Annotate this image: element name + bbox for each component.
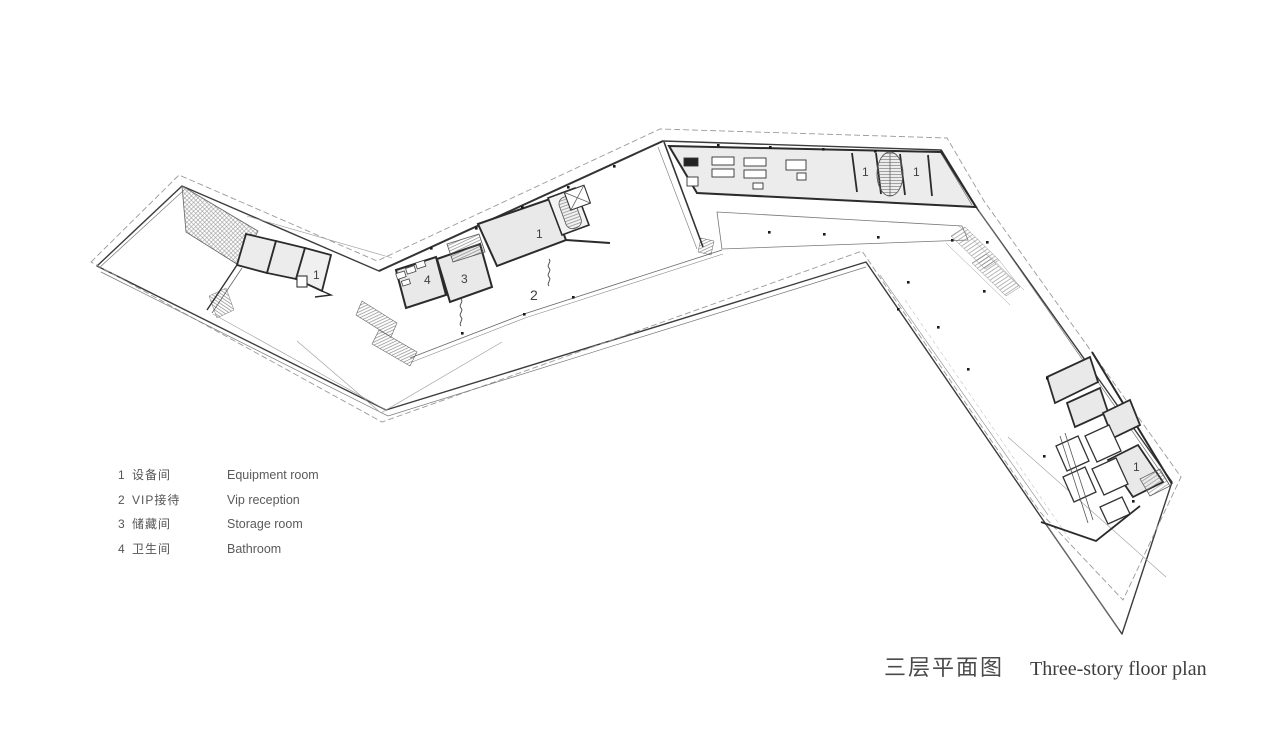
legend-item-zh: VIP接待 <box>132 492 181 507</box>
legend-item: 3 储藏间 Storage room <box>118 515 319 540</box>
drawing-title: 三层平面图 Three-story floor plan <box>884 650 1207 682</box>
room-number-labels: 1 4 3 1 2 1 1 1 <box>313 165 1140 474</box>
legend-item: 1 设备间 Equipment room <box>118 466 319 491</box>
legend-item-en: Equipment room <box>227 468 319 482</box>
oval-stair-icon <box>876 151 904 197</box>
room-number-label: 1 <box>536 227 543 241</box>
break-line <box>547 258 551 287</box>
roof-hatch <box>181 185 715 367</box>
middle-room-cluster <box>394 184 611 327</box>
room-number-label: 1 <box>313 268 320 282</box>
room-number-label: 1 <box>862 165 869 179</box>
legend-item-zh: 卫生间 <box>132 541 172 556</box>
bathroom-fixtures <box>395 259 427 287</box>
drawing-title-zh: 三层平面图 <box>884 655 1005 680</box>
legend-item: 2 VIP接待 Vip reception <box>118 491 319 516</box>
room-number-label: 3 <box>461 272 468 286</box>
roof-overhang-dashed-outline <box>90 128 1182 601</box>
skylight-strip <box>371 329 418 367</box>
stair-icon <box>1139 468 1171 497</box>
legend-item-en: Bathroom <box>227 541 282 556</box>
legend-item-num: 2 <box>118 492 125 507</box>
room <box>1045 355 1100 405</box>
storage-hatch <box>446 233 486 263</box>
room-number-label: 1 <box>913 165 920 179</box>
legend: 1 设备间 Equipment room 2 VIP接待 Vip reception 3 储藏… <box>118 466 319 564</box>
room-number-label: 1 <box>1133 460 1140 474</box>
building-outline <box>90 128 1182 635</box>
break-line <box>459 298 463 327</box>
main-stair <box>945 224 1025 306</box>
left-room-cluster <box>206 232 334 314</box>
legend-item-zh: 储藏间 <box>132 517 172 531</box>
stair-icon <box>558 195 582 230</box>
legend-item-zh: 设备间 <box>132 468 172 482</box>
legend-item-en: Storage room <box>227 517 303 531</box>
elevator-icon <box>563 184 592 211</box>
courtyard-lines <box>212 215 1167 578</box>
legend-item-num: 3 <box>118 517 125 531</box>
room-number-label: 2 <box>530 287 538 303</box>
legend-item-num: 4 <box>118 541 125 556</box>
room-number-label: 4 <box>424 273 431 287</box>
column-dots <box>430 144 1135 503</box>
white-rooms <box>1055 424 1131 525</box>
drawing-title-en: Three-story floor plan <box>1030 658 1207 680</box>
legend-item-en: Vip reception <box>227 492 300 507</box>
legend-item: 4 卫生间 Bathroom <box>118 540 319 565</box>
legend-item-num: 1 <box>118 468 125 482</box>
equipment-wing <box>667 144 978 209</box>
bottom-right-cluster <box>1040 351 1173 543</box>
equipment-units <box>683 156 807 190</box>
